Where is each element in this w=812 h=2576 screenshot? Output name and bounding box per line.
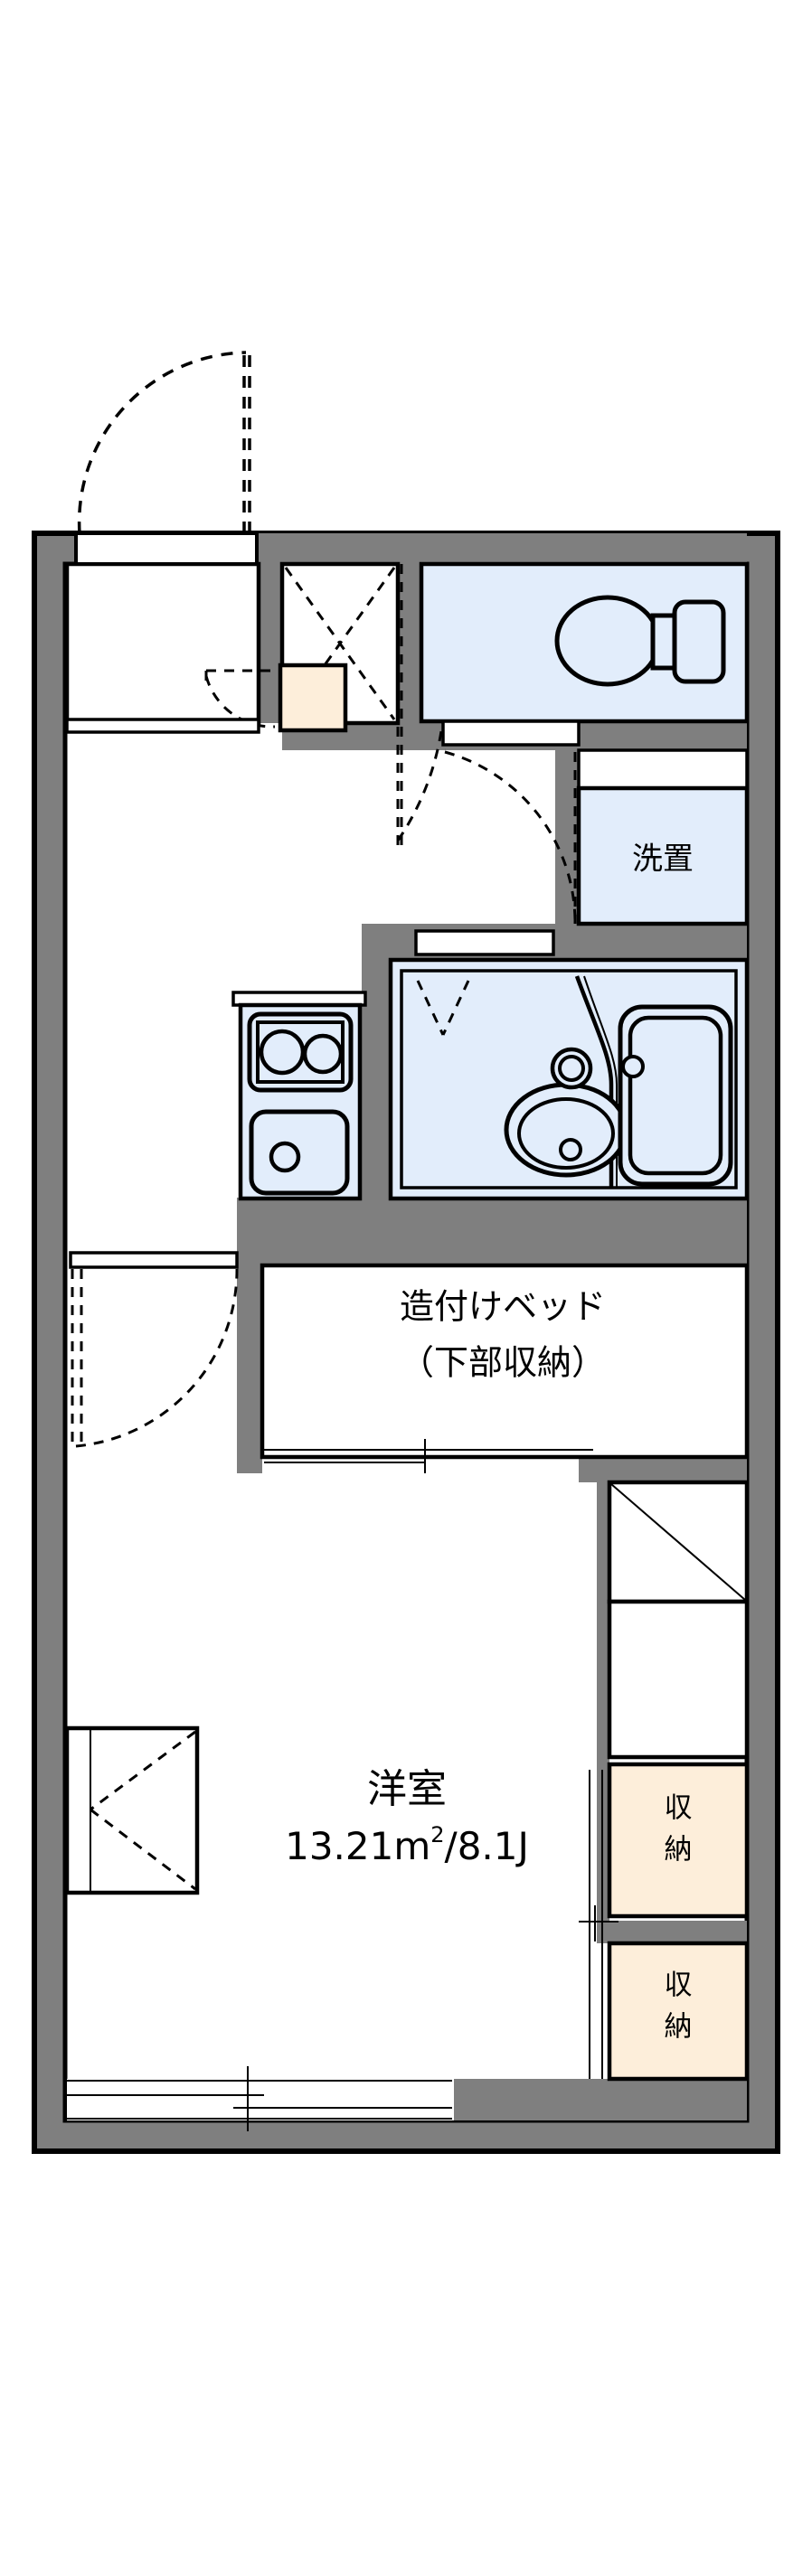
- shoe-box: [278, 663, 348, 733]
- washing-machine-space: [576, 785, 750, 926]
- kitchen-unit: [231, 991, 367, 1201]
- laundry-label: 洗置: [632, 841, 694, 878]
- main-room-area-unit: m: [393, 1824, 430, 1868]
- closet-upper-diagonal: [610, 1483, 746, 1601]
- genkan-hatch-b: [284, 567, 396, 720]
- main-room-area: 13.21m2/8.1J: [285, 1822, 529, 1868]
- washbasin-drain: [559, 1138, 582, 1161]
- balcony-window: [67, 2066, 454, 2131]
- kitchen-sink-drain: [269, 1141, 301, 1173]
- built-in-bed-area: [260, 1263, 750, 1460]
- storage-lower-char2: 納: [665, 2011, 693, 2044]
- storage-box-lower: [607, 1941, 750, 2082]
- entrance-area: [64, 351, 447, 850]
- main-room-label-group: 洋室 13.21m2/8.1J: [285, 1766, 529, 1868]
- side-window-box: [64, 1725, 200, 1895]
- storage-upper-char1: 収: [665, 1792, 693, 1825]
- stove-burner-right: [302, 1033, 344, 1075]
- built-in-bed-label-line1: 造付けベッド: [400, 1287, 606, 1327]
- storage-upper-char2: 納: [665, 1834, 693, 1866]
- shoe-box-door-arc: [204, 675, 276, 729]
- entrance-step: [65, 718, 260, 734]
- laundry-bay: 洗置: [576, 748, 750, 926]
- washbasin-faucet: [558, 1055, 585, 1082]
- toilet-door-opening: [441, 719, 581, 747]
- vanity-counter-edge-inner: [583, 975, 618, 1188]
- bathtub-inner: [628, 1015, 723, 1176]
- built-in-bed: 造付けベッド （下部収納）: [260, 1263, 750, 1473]
- toilet-room: [419, 561, 750, 924]
- side-window-hatch-b: [90, 1808, 196, 1891]
- room-door-swing-arc: [75, 1268, 239, 1448]
- entrance-door-swing-arc: [77, 351, 247, 534]
- entrance-closet: [64, 561, 261, 726]
- entrance-door-opening: [74, 531, 259, 566]
- bath-door-opening: [414, 929, 555, 956]
- toilet-tank: [672, 599, 726, 684]
- laundry-shelf: [577, 748, 749, 790]
- stove-burner-left: [259, 1029, 306, 1076]
- washbasin-bowl-inner: [517, 1097, 615, 1170]
- bathtub-drain: [621, 1055, 645, 1078]
- side-window-hatch-a: [90, 1730, 196, 1811]
- storage-box-upper: [607, 1762, 750, 1919]
- vanity-counter-edge: [574, 975, 614, 1188]
- room-door: [69, 1251, 239, 1450]
- bed-partition-window: [264, 1439, 593, 1473]
- closet-upper: [607, 1480, 750, 1760]
- main-room-area-superscript: 2: [430, 1822, 444, 1847]
- main-room-name: 洋室: [367, 1766, 447, 1812]
- side-window: [64, 1725, 200, 1895]
- storage-boxes: 収 納 収 納: [579, 1762, 750, 2082]
- closet-lower-box: [607, 1599, 750, 1760]
- toilet-bowl: [554, 595, 661, 687]
- toilet-door-swing-arc: [444, 750, 577, 923]
- main-room-area-value: 13.21: [285, 1824, 393, 1868]
- room-door-opening: [69, 1251, 239, 1269]
- bath-unit-inner-outline: [400, 969, 738, 1189]
- built-in-bed-label-line2: （下部収納）: [400, 1343, 606, 1383]
- storage-lower-char1: 収: [665, 1970, 693, 2002]
- main-room-area-tatami: /8.1J: [445, 1824, 529, 1868]
- bath-unit: [388, 929, 750, 1201]
